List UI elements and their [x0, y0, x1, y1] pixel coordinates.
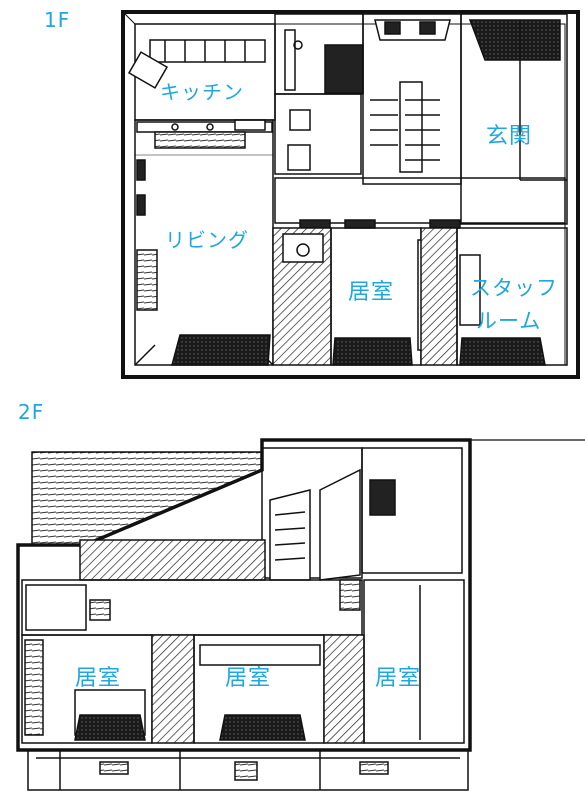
bath-area — [274, 13, 364, 175]
room-label-living: リビング — [165, 228, 249, 252]
floor-2f-plan — [16, 438, 585, 791]
corridor-1f — [274, 177, 566, 229]
stairs-1f — [362, 13, 462, 185]
bedroom-2f-center — [193, 634, 325, 744]
floor-1f-outline — [121, 10, 580, 379]
room-label-bedroom-1f: 居室 — [348, 280, 395, 305]
balcony-2f — [27, 749, 469, 791]
stairs-2f — [261, 447, 463, 581]
floor-label-2f: 2F — [18, 400, 45, 424]
room-label-bedroom-2f-center: 居室 — [225, 666, 272, 691]
room-label-staff-room-line2: ルーム — [476, 309, 542, 333]
corridor-2f — [21, 539, 363, 636]
staff-room-1f — [420, 227, 568, 366]
wall-divider-2f-1 — [151, 634, 195, 744]
floor-label-1f: 1F — [44, 8, 71, 32]
kitchen-area — [127, 23, 276, 149]
room-label-staff-room-line1: スタッフ — [470, 276, 558, 300]
roof-slope — [31, 451, 263, 546]
wall-divider-2f-2 — [323, 634, 365, 744]
floor-1f-plan — [121, 10, 580, 379]
room-label-bedroom-2f-left: 居室 — [75, 666, 122, 691]
bedroom-2f-right — [363, 579, 465, 744]
entrance-area — [460, 13, 568, 225]
room-label-entrance: 玄関 — [486, 124, 533, 149]
room-label-bedroom-2f-right: 居室 — [375, 666, 422, 691]
room-label-kitchen: キッチン — [160, 80, 244, 104]
